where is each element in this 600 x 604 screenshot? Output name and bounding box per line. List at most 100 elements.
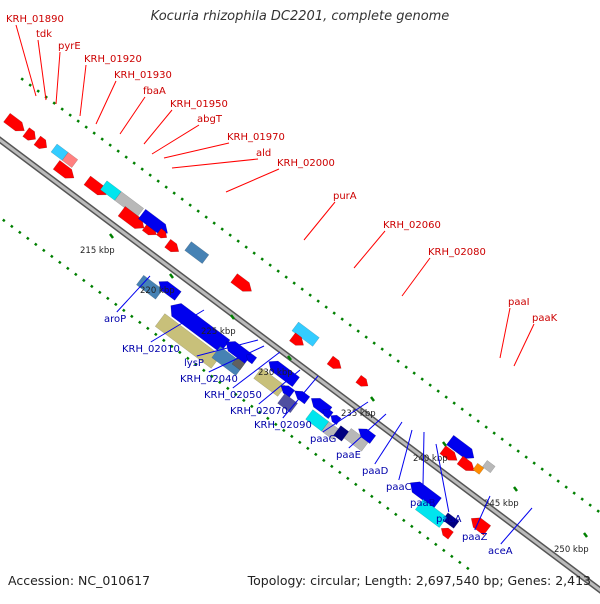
outer-dot-track [132, 161, 136, 165]
reverse-gene-15 [330, 414, 342, 426]
inner-dot-track [402, 518, 406, 523]
inner-dot-track [370, 494, 374, 499]
inner-dot-track [442, 548, 446, 553]
inner-dot-track [10, 224, 14, 229]
forward-label-leader [353, 230, 386, 269]
reverse-gene-0 [136, 274, 164, 300]
forward-gene-15 [230, 273, 252, 292]
outer-dot-track [20, 77, 24, 81]
scale-tick-mark [442, 441, 447, 447]
forward-label-leader [143, 109, 173, 145]
forward-gene-label: KRH_01930 [114, 70, 172, 81]
outer-dot-track [148, 173, 152, 177]
reverse-gene-label: KRH_02070 [230, 406, 288, 417]
inner-dot-track [418, 530, 422, 535]
reverse-gene-label: paaE [336, 450, 361, 461]
forward-gene-6 [83, 175, 107, 196]
outer-dot-track [164, 185, 168, 189]
inner-dot-track [42, 248, 46, 253]
outer-dot-track [68, 113, 72, 117]
inner-dot-track [106, 296, 110, 301]
reverse-gene-1 [158, 281, 182, 301]
scale-tick-mark [169, 273, 174, 279]
inner-dot-track [178, 350, 182, 355]
outer-dot-track [156, 179, 160, 183]
inner-dot-track [154, 332, 158, 337]
forward-gene-17 [289, 332, 304, 346]
scale-tick-mark [513, 486, 518, 492]
outer-dot-track [572, 491, 576, 495]
inner-dot-track [258, 410, 262, 415]
inner-dot-track [90, 284, 94, 289]
outer-dot-track [428, 383, 432, 387]
outer-dot-track [420, 377, 424, 381]
inner-dot-track [242, 398, 246, 403]
outer-dot-track [492, 431, 496, 435]
inner-dot-track [306, 446, 310, 451]
forward-gene-2 [33, 135, 48, 150]
outer-dot-track [436, 389, 440, 393]
outer-dot-track [84, 125, 88, 129]
forward-gene-12 [156, 228, 168, 239]
forward-gene-label: purA [333, 191, 357, 202]
reverse-gene-9 [253, 367, 286, 397]
reverse-gene-7 [231, 357, 246, 371]
forward-gene-label: KRH_01970 [227, 132, 285, 143]
inner-dot-track [18, 230, 22, 235]
inner-dot-track [458, 560, 462, 565]
outer-dot-track [260, 257, 264, 261]
scale-tick-label: 240 kbp [413, 454, 448, 464]
reverse-gene-label: lysP [184, 358, 204, 369]
inner-dot-track [282, 428, 286, 433]
outer-dot-track [92, 131, 96, 135]
forward-gene-5 [52, 160, 75, 179]
outer-dot-track [444, 395, 448, 399]
inner-dot-track [74, 272, 78, 277]
outer-dot-track [556, 479, 560, 483]
forward-gene-label: ald [256, 148, 271, 159]
reverse-gene-label: paaB [410, 498, 436, 509]
forward-gene-label: tdk [36, 29, 52, 40]
reverse-gene-label: paaZ [462, 532, 488, 543]
reverse-gene-label: KRH_02090 [254, 420, 312, 431]
forward-label-leader [37, 39, 47, 101]
forward-gene-24 [482, 460, 496, 474]
forward-label-leader [163, 142, 230, 159]
inner-dot-track [138, 320, 142, 325]
outer-dot-track [460, 407, 464, 411]
reverse-gene-5 [211, 346, 245, 376]
inner-dot-track [202, 368, 206, 373]
reverse-label-leader [150, 309, 205, 343]
reverse-label-leader [322, 401, 369, 433]
outer-dot-track [180, 197, 184, 201]
scale-tick-mark [230, 314, 235, 320]
reverse-gene-label: aroP [104, 314, 126, 325]
outer-dot-track [204, 215, 208, 219]
forward-label-leader [55, 51, 61, 105]
forward-gene-21 [439, 445, 458, 461]
outer-dot-track [380, 347, 384, 351]
reverse-gene-12 [277, 393, 298, 414]
inner-dot-track [386, 506, 390, 511]
reverse-gene-24 [470, 517, 492, 536]
outer-dot-track [452, 401, 456, 405]
forward-gene-13 [164, 238, 180, 253]
outer-dot-track [508, 443, 512, 447]
forward-gene-1 [22, 127, 36, 141]
outer-dot-track [268, 263, 272, 267]
outer-dot-track [500, 437, 504, 441]
reverse-label-leader [208, 345, 265, 373]
outer-dot-track [172, 191, 176, 195]
forward-gene-20 [446, 434, 475, 459]
inner-dot-track [146, 326, 150, 331]
forward-gene-4 [61, 152, 79, 168]
inner-dot-track [330, 464, 334, 469]
forward-gene-19 [355, 374, 369, 387]
forward-gene-22 [456, 455, 475, 472]
inner-dot-track [450, 554, 454, 559]
forward-gene-label: KRH_02080 [428, 247, 486, 258]
reverse-gene-label: KRH_02010 [122, 344, 180, 355]
inner-dot-track [274, 422, 278, 427]
